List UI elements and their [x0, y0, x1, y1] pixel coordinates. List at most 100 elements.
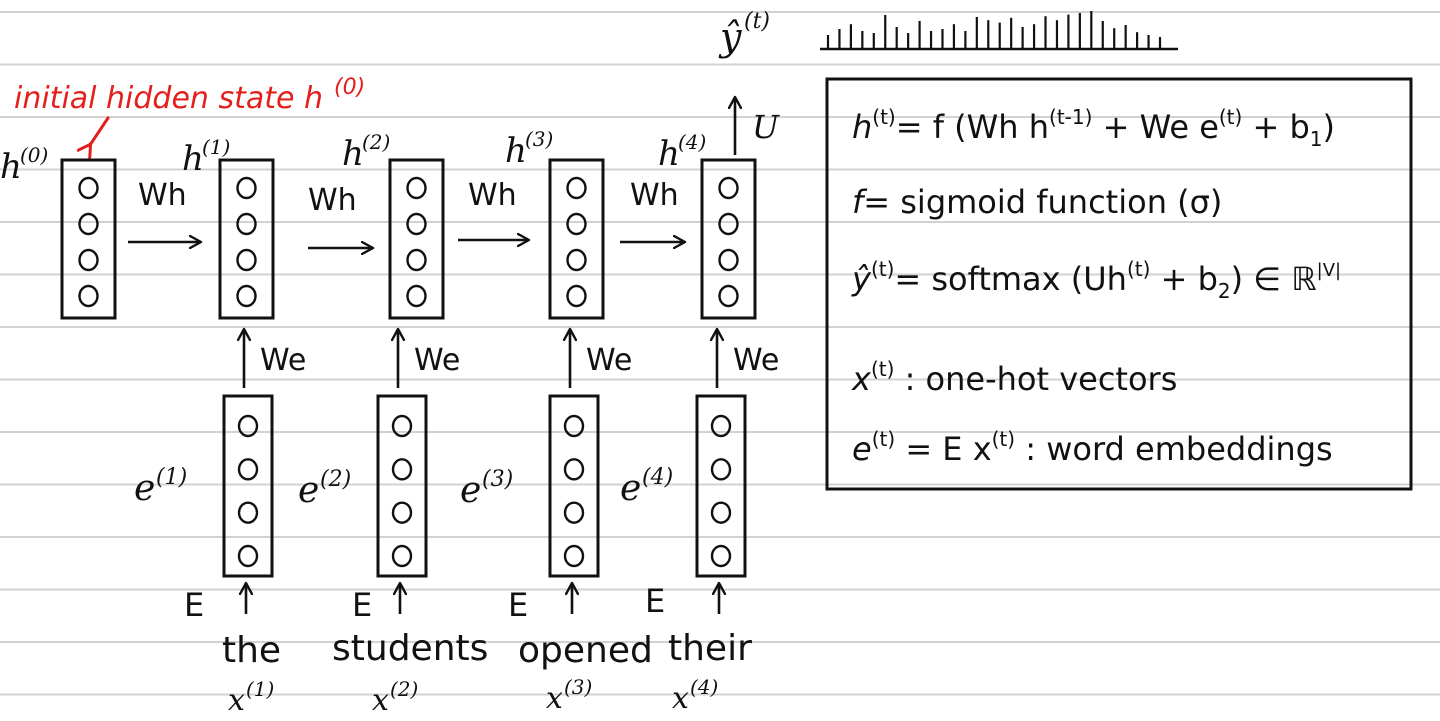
neuron-circle	[566, 212, 587, 236]
eq-tail-sup: |V|	[1317, 260, 1341, 281]
input-word: their	[668, 628, 752, 669]
hidden-layer: h(0)h(1)h(2)h(3)h(4)	[0, 127, 757, 320]
hidden-label: h	[658, 134, 680, 174]
neuron-circle	[236, 176, 257, 200]
neuron-circle	[563, 501, 585, 524]
annotation-sup: (0)	[334, 75, 365, 100]
embedding-label: e	[620, 468, 641, 509]
equation-row-3: x(t) : one-hot vectors	[851, 357, 1177, 398]
equation-row-4: e(t) = E x(t) : word embeddings	[852, 427, 1333, 468]
hidden-vector-3: h(3)	[505, 127, 605, 320]
neuron-circle	[718, 248, 739, 272]
we-label: We	[733, 343, 779, 378]
equations: h(t)= f (Wh h(t-1) + We e(t) + b1)f= sig…	[851, 105, 1341, 468]
neuron-circle	[78, 284, 99, 308]
hidden-label: h	[0, 147, 22, 187]
equation-row-2: ŷ(t)= softmax (Uh(t) + b2) ∈ ℝ|V|	[851, 257, 1341, 303]
embedding-vector-box	[222, 394, 274, 578]
neuron-circle	[710, 501, 732, 524]
eq-sup: (t)	[1127, 257, 1150, 281]
neuron-circle	[563, 414, 585, 438]
input-word: the	[222, 630, 281, 671]
input-x-label: x	[228, 683, 245, 718]
eq-sub: 1	[1310, 127, 1323, 151]
neuron-circle	[563, 458, 585, 481]
neuron-circle	[718, 284, 739, 308]
equation-box: h(t)= f (Wh h(t-1) + We e(t) + b1)f= sig…	[825, 77, 1413, 491]
embedding-layer: e(1)WeEthex(1)e(2)WeEstudentsx(2)e(3)WeE…	[134, 330, 779, 718]
neuron-circle	[718, 176, 739, 200]
input-x-sup: (1)	[246, 677, 274, 701]
neuron-circle	[78, 248, 99, 272]
we-label: We	[260, 343, 306, 378]
eq-rhs2: : word embeddings	[1015, 430, 1333, 468]
input-word: students	[332, 628, 488, 669]
input-x-sup: (3)	[564, 675, 592, 699]
output-label: ŷ	[718, 15, 742, 59]
neuron-circle	[78, 176, 99, 200]
neuron-circle	[236, 284, 257, 308]
eq-rhs4: )	[1323, 108, 1335, 146]
neuron-circle	[236, 248, 257, 272]
neuron-circle	[391, 458, 413, 481]
input-x-label: x	[372, 683, 389, 718]
neuron-circle	[566, 248, 587, 272]
hidden-vector-1: h(1)	[182, 135, 275, 320]
embedding-label: e	[298, 470, 319, 511]
neuron-circle	[566, 176, 587, 200]
eq-rhs2: + b	[1150, 260, 1217, 298]
annotation-text: initial hidden state h	[14, 81, 323, 116]
hidden-label-sup: (3)	[525, 127, 553, 151]
neuron-circle	[710, 544, 732, 568]
input-x-label: x	[672, 681, 689, 716]
hidden-vector-2: h(2)	[342, 130, 445, 320]
eq-rhs3: + b	[1242, 108, 1309, 146]
eq-sup2: (t)	[1219, 105, 1242, 129]
hidden-label-sup: (0)	[20, 143, 48, 167]
neuron-circle	[237, 544, 259, 568]
hidden-vector-box	[548, 158, 605, 320]
eq-lhs: ŷ	[851, 260, 872, 298]
neuron-circle	[236, 212, 257, 236]
eq-rhs: = sigmoid function (σ)	[863, 183, 1222, 221]
wh-label: Wh	[308, 183, 357, 218]
eq-rhs4: ) ∈ ℝ	[1231, 260, 1317, 298]
hidden-label: h	[505, 131, 527, 171]
embedding-matrix-label: E	[508, 586, 528, 624]
input-x-sup: (4)	[690, 675, 718, 699]
neuron-circle	[78, 212, 99, 236]
neuron-circle	[391, 501, 413, 524]
neuron-circle	[710, 414, 732, 438]
neuron-circle	[406, 284, 427, 308]
embedding-vector-box	[376, 394, 428, 578]
neuron-circle	[237, 458, 259, 481]
eq-lhs: e	[852, 430, 872, 468]
hidden-vector-4: h(4)	[658, 130, 757, 320]
embedding-matrix-label: E	[645, 582, 665, 620]
eq-lhs-sup: (t)	[872, 427, 895, 451]
eq-lhs: x	[851, 360, 872, 398]
hidden-vector-box	[218, 158, 275, 320]
embedding-vector-box	[548, 394, 600, 578]
eq-rhs2: + We e	[1092, 108, 1218, 146]
equation-box-border	[825, 77, 1413, 491]
hidden-vector-box	[388, 158, 445, 320]
equation-row-0: h(t)= f (Wh h(t-1) + We e(t) + b1)	[852, 105, 1335, 151]
embedding-label: e	[460, 470, 481, 511]
eq-rhs: = softmax (Uh	[894, 260, 1127, 298]
embedding-vector-box	[695, 394, 747, 578]
hidden-label: h	[342, 134, 364, 174]
eq-sub: 2	[1218, 279, 1231, 303]
embedding-label-sup: (2)	[320, 467, 351, 492]
eq-rhs: : one-hot vectors	[894, 360, 1177, 398]
eq-rhs: = f (Wh h	[896, 108, 1049, 146]
output-sup: (t)	[744, 9, 770, 34]
neuron-circle	[563, 544, 585, 568]
hidden-label-sup: (1)	[202, 135, 230, 159]
hidden-label: h	[182, 139, 204, 179]
